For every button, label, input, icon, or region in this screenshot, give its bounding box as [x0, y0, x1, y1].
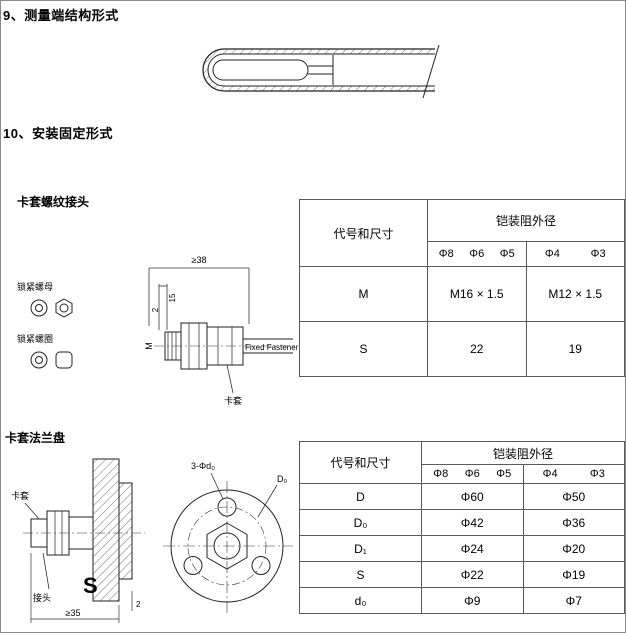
lock-nut-label: 锁紧螺母 — [17, 281, 53, 292]
table-row: D₁ Φ24 Φ20 — [299, 535, 625, 562]
row-code: D₀ — [299, 509, 422, 536]
sheath-wall-hatch — [203, 49, 435, 91]
row-code: D₁ — [299, 535, 422, 562]
row-value: Φ42 — [421, 509, 524, 536]
ferrule-label: 卡套 — [224, 395, 242, 406]
flange-table-subheader-group1: Φ8 Φ6 Φ5 — [421, 464, 524, 484]
diameter-option: Φ4 — [542, 468, 558, 480]
dimension-lines — [148, 267, 250, 330]
row-value: M16 × 1.5 — [427, 266, 527, 322]
row-value: 22 — [427, 321, 527, 377]
holes-count-label: 3-Φd₀ — [191, 461, 215, 471]
dim-15-label: 15 — [168, 293, 177, 302]
joint-leader-line — [42, 552, 50, 590]
row-value: Φ50 — [522, 483, 625, 510]
row-code: M — [299, 266, 428, 322]
row-value: Φ9 — [421, 587, 524, 614]
ferrule-leader-line — [226, 364, 234, 394]
dim-length-label: ≥38 — [192, 255, 207, 265]
measuring-junction-capsule — [212, 59, 309, 81]
diameter-option: Φ4 — [544, 248, 560, 260]
row-code: D — [299, 483, 422, 510]
dim-2-label: 2 — [136, 600, 141, 609]
row-code: S — [299, 321, 428, 377]
flange-dim-lines — [30, 553, 133, 623]
holes-leader-line — [210, 472, 224, 500]
row-value: Φ22 — [421, 561, 524, 588]
s-mark-label: S — [83, 573, 98, 598]
section-9-title: 9、测量端结构形式 — [3, 8, 119, 23]
lock-ring-label: 锁紧螺圈 — [17, 333, 53, 344]
diameter-option: Φ5 — [499, 248, 515, 260]
sheath-inner-outline — [207, 53, 435, 87]
ferrule-flange-drawing: 卡套 S 接头 ≥35 2 3-Φd₀ D₀ — [11, 458, 293, 623]
table-row: S 22 19 — [299, 321, 625, 377]
thermocouple-wires — [308, 55, 334, 85]
row-value: Φ24 — [421, 535, 524, 562]
capillary-tube — [243, 338, 293, 354]
joint-table-group-header: 铠装阻外径 — [427, 199, 625, 242]
flange-plate-section — [92, 458, 120, 602]
thread-size-label: M — [144, 342, 154, 350]
ferrule-joint-drawing: 锁紧螺母 锁紧螺圈 ≥38 15 2 M — [17, 255, 299, 406]
joint-spec-table: 代号和尺寸 铠装阻外径 Φ8 Φ6 Φ5 Φ4 Φ3 M M16 × 1.5 M… — [299, 199, 625, 377]
diameter-option: Φ8 — [433, 468, 449, 480]
row-value: M12 × 1.5 — [525, 266, 625, 322]
flange-table-group-header: 铠装阻外径 — [421, 441, 625, 465]
flange-table-col-header: 代号和尺寸 — [299, 441, 422, 484]
threaded-joint-title: 卡套螺纹接头 — [17, 195, 90, 209]
row-value: 19 — [525, 321, 625, 377]
table-row: D₀ Φ42 Φ36 — [299, 509, 625, 536]
bolt-circle-leader-line — [257, 484, 278, 518]
joint-table-subheader-group1: Φ8 Φ6 Φ5 — [427, 241, 527, 267]
flange-title: 卡套法兰盘 — [5, 431, 66, 445]
table-row: D Φ60 Φ50 — [299, 483, 625, 510]
bolt-circle-label: D₀ — [277, 474, 287, 484]
sheath-outer-outline — [202, 48, 435, 92]
front-view-center-lines — [163, 481, 293, 613]
ferrule-label: 卡套 — [11, 490, 29, 501]
row-value: Φ36 — [522, 509, 625, 536]
row-value: Φ19 — [522, 561, 625, 588]
lock-nut-icons — [30, 298, 73, 318]
diameter-option: Φ8 — [438, 248, 454, 260]
lock-ring-icons — [30, 351, 73, 369]
joint-table-col-header: 代号和尺寸 — [299, 199, 428, 267]
measuring-end-drawing — [202, 44, 440, 99]
table-row: d₀ Φ9 Φ7 — [299, 587, 625, 614]
row-code: d₀ — [299, 587, 422, 614]
row-code: S — [299, 561, 422, 588]
diameter-option: Φ5 — [496, 468, 512, 480]
diameter-option: Φ6 — [469, 248, 485, 260]
flange-table-subheader-group2: Φ4 Φ3 — [522, 464, 625, 484]
section-10-title: 10、安装固定形式 — [3, 126, 113, 141]
diameter-option: Φ3 — [590, 248, 606, 260]
row-value: Φ60 — [421, 483, 524, 510]
flange-hub-section — [118, 482, 133, 580]
joint-label: 接头 — [33, 592, 51, 603]
diameter-option: Φ3 — [589, 468, 605, 480]
section-break-line — [422, 44, 440, 99]
dim-2-label: 2 — [151, 307, 160, 312]
ferrule-leader-line — [24, 502, 40, 520]
table-row: M M16 × 1.5 M12 × 1.5 — [299, 266, 625, 322]
fixed-fastener-label: Fixed Fastener — [245, 343, 299, 352]
row-value: Φ7 — [522, 587, 625, 614]
table-row: S Φ22 Φ19 — [299, 561, 625, 588]
flange-spec-table: 代号和尺寸 铠装阻外径 Φ8 Φ6 Φ5 Φ4 Φ3 D Φ60 Φ50 — [299, 441, 625, 614]
dim-length-label: ≥35 — [66, 608, 81, 618]
diameter-option: Φ6 — [464, 468, 480, 480]
joint-table-subheader-group2: Φ4 Φ3 — [525, 241, 625, 267]
row-value: Φ20 — [522, 535, 625, 562]
